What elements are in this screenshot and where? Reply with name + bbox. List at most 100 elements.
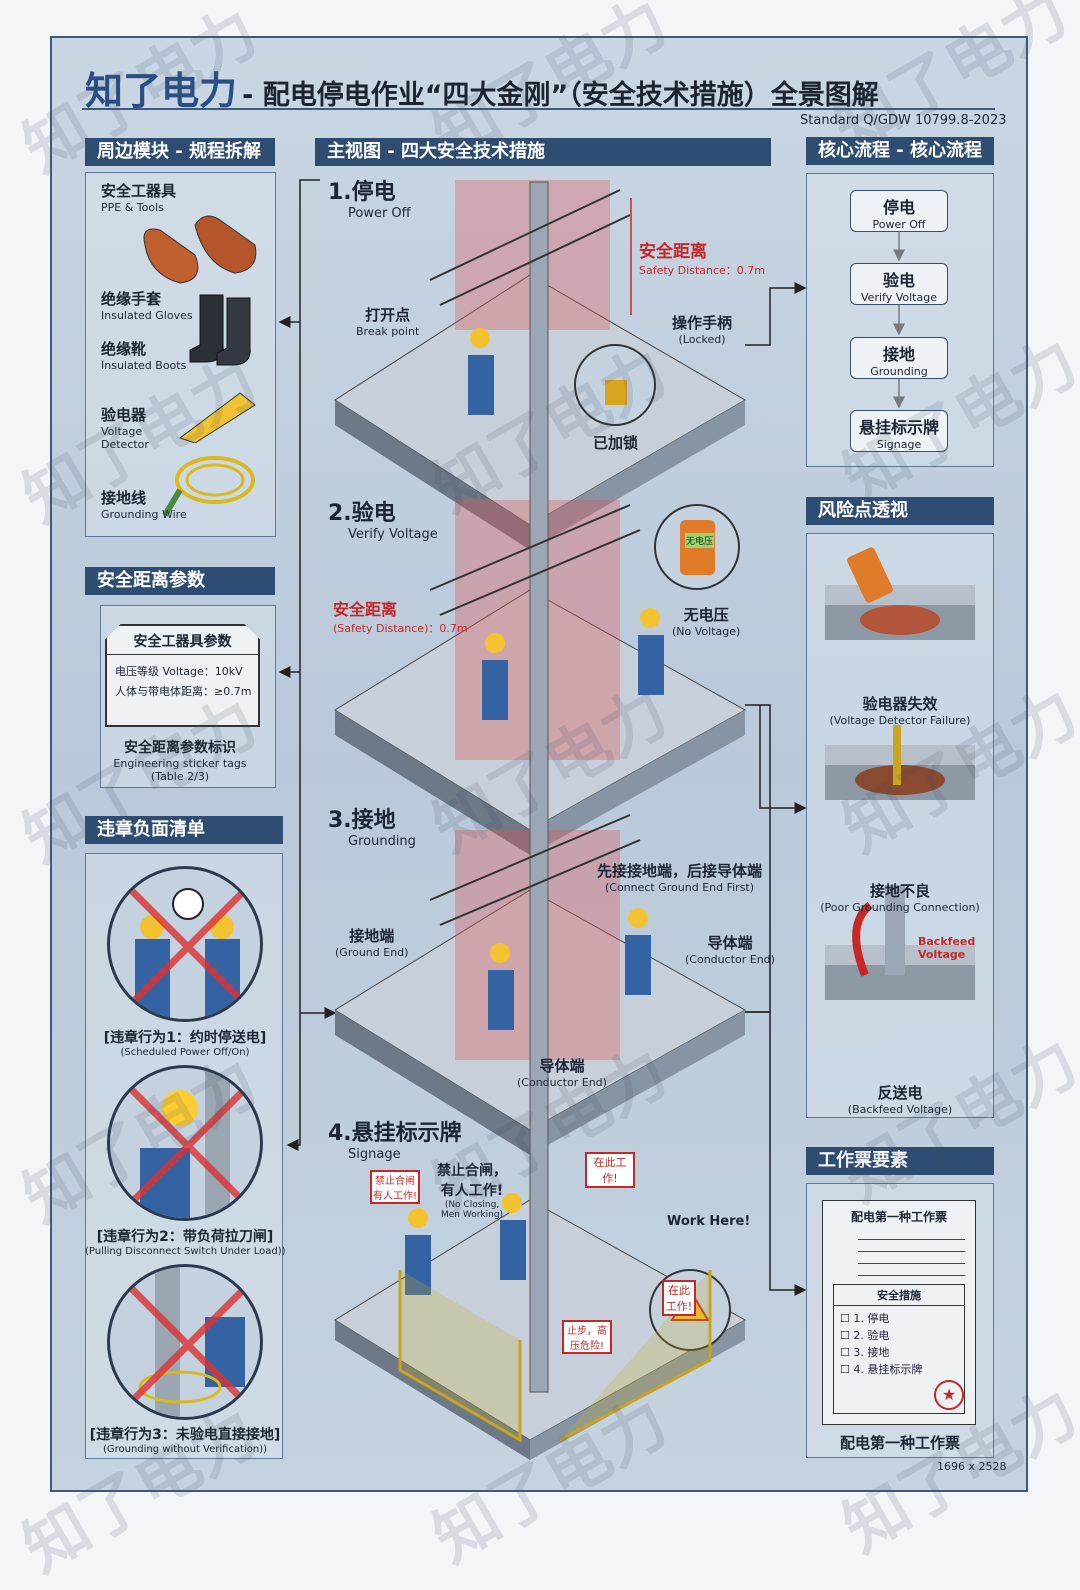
stamp-icon: ★ [934, 1380, 964, 1410]
flow-label: 悬挂标示牌 [858, 418, 939, 437]
label-zh: 导体端 [539, 1057, 585, 1075]
section-header-module: 周边模块 - 规程拆解 [85, 138, 275, 166]
ticket-caption: 配电第一种工作票 [840, 1434, 961, 1452]
flow-label-en: Grounding [870, 365, 928, 378]
violation-label: [违章行为2：带负荷拉刀闸] [96, 1229, 274, 1245]
tool-label-en: Voltage Detector [101, 425, 149, 451]
distance-caption: 安全距离参数标识 Engineering sticker tags (Table… [80, 737, 280, 783]
no-closing-label: 禁止合闸，有人工作!(No Closing, Men Working) [437, 1160, 507, 1220]
risk-label: 接地不良 [869, 882, 930, 900]
violation-1-illustration [107, 866, 263, 1022]
label-en: Safety Distance：0.7m [639, 264, 765, 277]
violation-2: [违章行为2：带负荷拉刀闸](Pulling Disconnect Switch… [85, 1226, 286, 1257]
measure-item[interactable]: ☐ 1. 停电 [840, 1312, 890, 1325]
label-en: (No Voltage) [672, 625, 741, 638]
violation-3-illustration [107, 1264, 263, 1420]
tool-label: 接地线 [101, 489, 147, 507]
step-subtitle: Power Off [348, 206, 411, 221]
flow-label-en: Signage [876, 438, 922, 451]
page-title: 知了电力 - 配电停电作业“四大金刚”（安全技术措施）全景图解 [85, 60, 879, 115]
risk-label: 验电器失效 [862, 695, 938, 713]
risk-label-en: (Poor Grounding Connection) [820, 901, 980, 914]
distance-value: 人体与带电体距离：≥0.7m [115, 685, 252, 698]
label-zh: 导体端 [707, 934, 753, 952]
title-divider [82, 108, 995, 110]
step-subtitle: Signage [348, 1147, 401, 1162]
label-en: (Locked) [678, 333, 726, 346]
measure-item[interactable]: ☐ 4. 悬挂标示牌 [840, 1363, 923, 1376]
measure-label: 3. 接地 [853, 1346, 890, 1359]
caption-table: (Table 2/3) [150, 770, 210, 783]
backfeed-label: Backfeed Voltage [918, 935, 976, 961]
measure-item[interactable]: ☐ 2. 验电 [840, 1329, 890, 1342]
violation-label-en: (Scheduled Power Off/On) [120, 1047, 250, 1058]
section-header-flow: 核心流程 - 核心流程 [806, 137, 994, 165]
label-zh: 安全距离 [639, 242, 707, 262]
locked-label: 已加锁 [593, 434, 639, 452]
label-en: (Safety Distance)：0.7m [333, 622, 468, 635]
step-title: 1.停电 [328, 180, 396, 205]
caption-zh: 安全距离参数标识 [124, 740, 236, 756]
measures-box: 安全措施 ☐ 1. 停电 ☐ 2. 验电 ☐ 3. 接地 ☐ 4. 悬挂标示牌 … [833, 1284, 965, 1414]
measures-list: ☐ 1. 停电 ☐ 2. 验电 ☐ 3. 接地 ☐ 4. 悬挂标示牌 [834, 1306, 964, 1378]
flow-label-en: Verify Voltage [861, 291, 937, 304]
sign-work-here-fence: 在此工作! [662, 1280, 696, 1316]
boots-icon [189, 294, 251, 366]
handle-label: 操作手柄(Locked) [672, 312, 732, 346]
step-title: 4.悬挂标示牌 [328, 1121, 462, 1146]
measure-item[interactable]: ☐ 3. 接地 [840, 1346, 890, 1359]
risk-illustrations [825, 547, 975, 1000]
tool-label-en: Grounding Wire [101, 508, 187, 521]
grounding-order-label: 先接接地端，后接导体端(Connect Ground End First) [597, 860, 762, 894]
step-title: 2.验电 [328, 501, 396, 526]
tool-label: 验电器 [101, 406, 147, 424]
flow-label: 接地 [882, 345, 915, 364]
label-en: (Ground End) [335, 946, 409, 959]
card-title: 安全工器具参数 [107, 626, 258, 655]
flow-label-en: Power Off [872, 218, 926, 231]
standard-label: Standard Q/GDW 10799.8-2023 [800, 113, 1007, 128]
violation-label: [违章行为1：约时停送电] [103, 1030, 267, 1046]
sign-danger: 止步，高压危险! [562, 1320, 612, 1354]
tool-label: 绝缘靴 [101, 340, 147, 358]
section-header-ticket: 工作票要素 [806, 1147, 994, 1175]
gloves-icon [143, 215, 257, 284]
work-here-label: Work Here! [667, 1214, 751, 1229]
label-en: (No Closing, Men Working) [440, 1200, 504, 1220]
risk-3: 反送电(Backfeed Voltage) [800, 1082, 1000, 1116]
brand-name: 知了电力 [85, 69, 238, 113]
work-ticket: 配电第一种工作票 安全措施 ☐ 1. 停电 ☐ 2. 验电 ☐ 3. 接地 ☐ … [822, 1200, 976, 1425]
measure-label: 1. 停电 [853, 1312, 890, 1325]
label-zh: 安全距离 [333, 600, 398, 619]
section-header-main: 主视图 - 四大安全技术措施 [315, 138, 771, 166]
label-en: (Connect Ground End First) [604, 881, 755, 894]
risk-label-en: (Voltage Detector Failure) [829, 714, 971, 727]
measure-label: 2. 验电 [853, 1329, 890, 1342]
worker-figures [405, 328, 664, 1295]
label-zh: 禁止合闸，有人工作! [437, 1163, 507, 1199]
ticket-title: 配电第一种工作票 [850, 1210, 947, 1224]
violation-1: [违章行为1：约时停送电](Scheduled Power Off/On) [85, 1027, 285, 1058]
risk-label-en: (Backfeed Voltage) [847, 1103, 953, 1116]
flow-label: 验电 [882, 271, 915, 290]
label-zh: 接地端 [349, 927, 395, 945]
title-text: - 配电停电作业“四大金刚”（安全技术措施）全景图解 [242, 80, 879, 111]
violation-label: [违章行为3：未验电直接接地] [89, 1427, 281, 1443]
violation-2-illustration [107, 1065, 263, 1221]
violation-label-en: (Pulling Disconnect Switch Under Load)) [85, 1246, 286, 1257]
risk-2: 接地不良(Poor Grounding Connection) [800, 880, 1000, 914]
section-header-violations: 违章负面清单 [85, 816, 283, 844]
flow-label: 停电 [882, 198, 915, 217]
ticket-fields [823, 1225, 975, 1276]
